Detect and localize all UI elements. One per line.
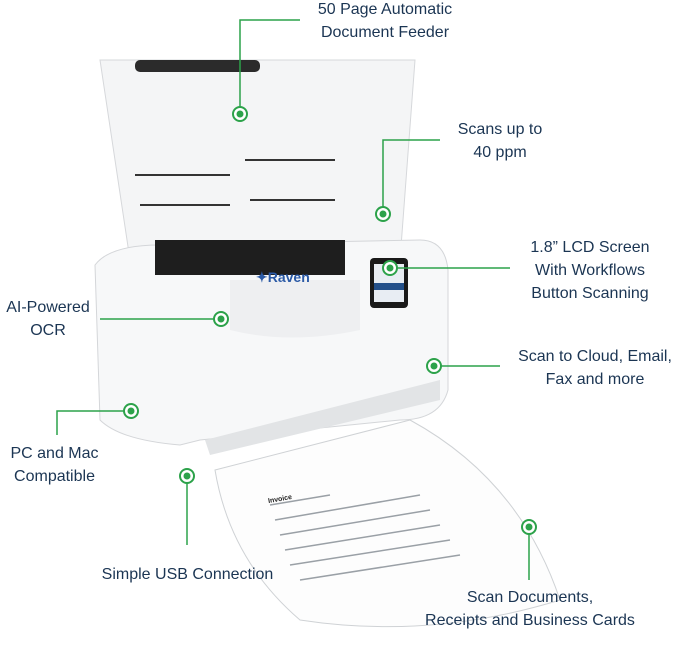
callout-speed: Scans up to 40 ppm	[440, 118, 560, 164]
callout-text: With Workflows	[535, 262, 645, 279]
paper-guides	[135, 159, 335, 206]
callout-text: Scan to Cloud, Email,	[518, 348, 672, 365]
output-slot	[205, 380, 440, 455]
callout-text: Scan Documents,	[466, 589, 594, 606]
lcd-highlight	[374, 283, 404, 290]
tray-handle	[135, 60, 260, 72]
front-panel	[230, 280, 360, 338]
callout-text: 50 Page Automatic	[317, 1, 453, 18]
callout-dots	[123, 106, 537, 535]
callout-text: Receipts and Business Cards	[425, 612, 635, 629]
callout-lcd: 1.8” LCD Screen With Workflows Button Sc…	[515, 236, 665, 305]
callout-text: 40 ppm	[473, 144, 527, 161]
document-text-lines	[269, 494, 461, 581]
callout-text: Scans up to	[457, 121, 543, 138]
callout-text: 1.8” LCD Screen	[530, 239, 650, 256]
callout-text: Button Scanning	[531, 285, 649, 302]
leader-lines	[56, 19, 530, 580]
callout-text: Fax and more	[545, 371, 645, 388]
callout-compat: PC and Mac Compatible	[2, 442, 107, 488]
callout-text: PC and Mac	[10, 445, 99, 462]
callout-text: Compatible	[14, 468, 95, 485]
callout-usb: Simple USB Connection	[85, 563, 290, 586]
callout-documents: Scan Documents, Receipts and Business Ca…	[410, 586, 650, 632]
callout-text: AI-Powered	[6, 299, 90, 316]
callout-feeder: 50 Page Automatic Document Feeder	[300, 0, 470, 44]
raven-logo: ✦Raven	[256, 269, 310, 285]
callout-text: Simple USB Connection	[101, 566, 274, 583]
callout-text: OCR	[30, 322, 66, 339]
feed-slot	[155, 240, 345, 275]
callout-cloud: Scan to Cloud, Email, Fax and more	[505, 345, 679, 391]
output-document	[214, 419, 561, 628]
callout-text: Document Feeder	[320, 24, 450, 41]
callout-ocr: AI-Powered OCR	[0, 296, 96, 342]
